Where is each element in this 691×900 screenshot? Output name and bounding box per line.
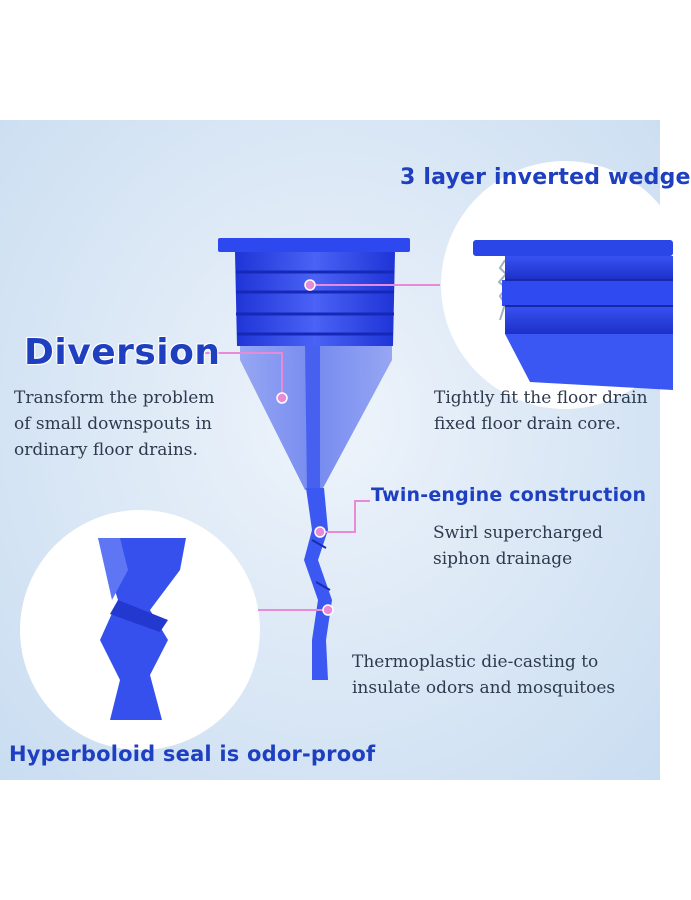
twin-engine-caption: Swirl supercharged siphon drainage (433, 520, 603, 572)
wedge-title: 3 layer inverted wedge (400, 165, 691, 190)
wedge-caption: Tightly fit the floor drain fixed floor … (434, 385, 648, 437)
hyperboloid-title: Hyperboloid seal is odor-proof (9, 742, 376, 766)
twin-engine-caption-line: Swirl supercharged (433, 523, 603, 543)
diversion-caption-line: ordinary floor drains. (14, 440, 198, 460)
callout-dot (304, 279, 316, 291)
diversion-caption-line: of small downspouts in (14, 414, 212, 434)
diversion-caption-line: Transform the problem (14, 388, 215, 408)
callout-dot (314, 526, 326, 538)
product-illustration (20, 161, 689, 750)
thermoplastic-caption-line: insulate odors and mosquitoes (352, 678, 616, 698)
callout-dot (322, 604, 334, 616)
thermoplastic-caption: Thermoplastic die-casting to insulate od… (352, 649, 615, 701)
wedge-caption-line: fixed floor drain core. (434, 414, 621, 434)
thermoplastic-caption-line: Thermoplastic die-casting to (352, 652, 599, 672)
wedge-caption-line: Tightly fit the floor drain (434, 388, 648, 408)
leader-lines (198, 284, 440, 611)
seal-closeup-circle (20, 510, 260, 750)
wedge-closeup-circle (441, 161, 689, 409)
diversion-title: Diversion (24, 332, 221, 373)
twin-engine-title: Twin-engine construction (371, 484, 647, 506)
twin-engine-caption-line: siphon drainage (433, 549, 573, 569)
infographic-panel: 3 layer inverted wedge Diversion Transfo… (0, 120, 690, 780)
diversion-caption: Transform the problem of small downspout… (14, 385, 214, 463)
drain-core-product (218, 238, 410, 680)
callout-dot (276, 392, 288, 404)
